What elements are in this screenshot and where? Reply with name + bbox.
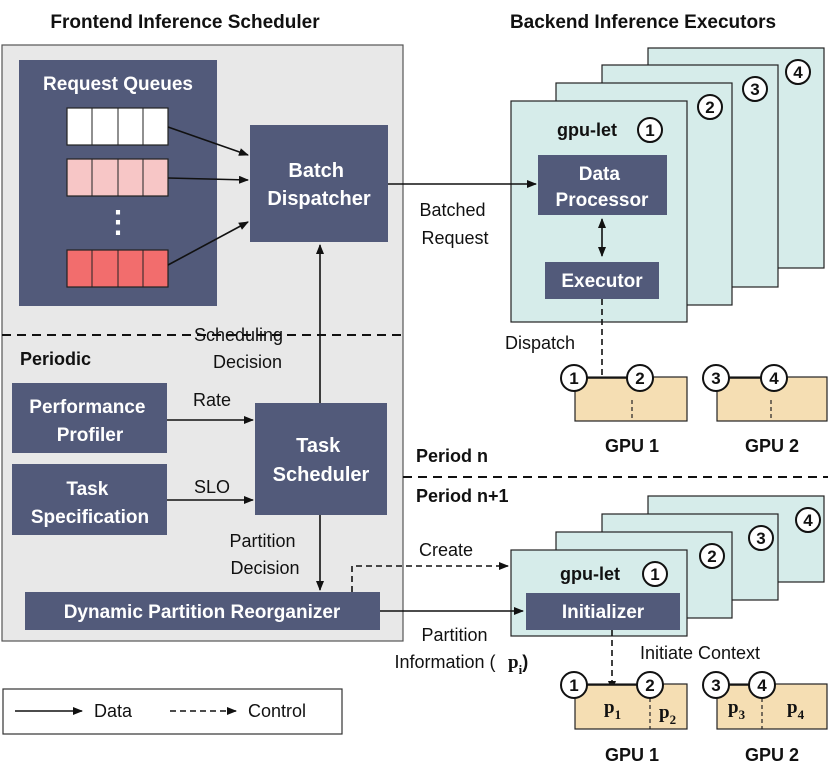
svg-text:3: 3: [750, 80, 759, 99]
data-processor-label: Data Processor: [556, 164, 650, 211]
initializer-label: Initializer: [562, 602, 645, 623]
rate-label: Rate: [193, 390, 231, 410]
request-queues-label: Request Queues: [43, 74, 193, 95]
periodic-label: Periodic: [20, 349, 91, 369]
performance-profiler-label: Performance Profiler: [29, 397, 150, 446]
queue-2: [66, 158, 169, 197]
period-n-label: Period n: [416, 446, 488, 466]
svg-text:2: 2: [707, 547, 716, 566]
svg-text:3: 3: [711, 369, 720, 388]
svg-text:1: 1: [650, 565, 659, 584]
create-label: Create: [419, 540, 473, 560]
initiate-context-label: Initiate Context: [640, 643, 760, 663]
svg-text:2: 2: [635, 369, 644, 388]
gpu1-top-label: GPU 1: [605, 436, 659, 456]
queue-1: [66, 107, 169, 146]
svg-text:4: 4: [769, 369, 779, 388]
queue2-to-dispatcher-arrow: [167, 175, 249, 184]
performance-profiler-box: [12, 383, 167, 453]
task-specification-label: Task Specification: [31, 479, 149, 528]
svg-text:1: 1: [569, 676, 578, 695]
svg-text:p4: p4: [787, 697, 805, 722]
svg-text:4: 4: [793, 63, 803, 82]
data-processor-box: [538, 155, 667, 215]
gpu-circles-top: 1 2 3 4: [560, 364, 788, 392]
gpu2-top-label: GPU 2: [745, 436, 799, 456]
task-scheduler-box: [255, 403, 387, 515]
slo-label: SLO: [194, 477, 230, 497]
scheduling-decision-label: Scheduling Decision: [194, 325, 288, 372]
batch-dispatcher-box: [250, 125, 388, 242]
backend-title: Backend Inference Executors: [510, 12, 776, 33]
create-arrow: [351, 562, 509, 592]
gpu-circles-bottom: 1 2 3 4: [560, 671, 776, 699]
period-n1-label: Period n+1: [416, 486, 509, 506]
queue-3: [66, 249, 169, 288]
queue-ellipsis: ⋮: [103, 206, 133, 239]
batch-dispatcher-label: Batch Dispatcher: [267, 160, 371, 210]
svg-text:4: 4: [757, 676, 767, 695]
partition-information-label: Partition Information (: [394, 625, 495, 672]
partition-labels: p1 p2 p3 p4: [604, 697, 805, 727]
queue1-to-dispatcher-arrow: [167, 126, 249, 156]
gpu1-bottom: [574, 683, 688, 730]
svg-text:p3: p3: [728, 697, 746, 722]
gpu1-bottom-label: GPU 1: [605, 745, 659, 765]
stack-number-circles-top: 4 3 2 1: [637, 59, 811, 143]
queue3-to-dispatcher-arrow: [167, 221, 249, 266]
batched-request-label: Batched Request: [419, 200, 490, 248]
svg-text:p1: p1: [604, 697, 621, 722]
svg-text:3: 3: [711, 676, 720, 695]
stack-number-circles-bottom: 4 3 2 1: [642, 507, 821, 587]
gpulet-label-top: gpu-let: [557, 120, 617, 140]
partition-decision-label: Partition Decision: [229, 531, 300, 578]
frontend-title: Frontend Inference Scheduler: [50, 12, 320, 33]
svg-text:2: 2: [705, 98, 714, 117]
svg-text:1: 1: [569, 369, 578, 388]
svg-text:p2: p2: [659, 702, 676, 727]
task-specification-box: [12, 464, 167, 535]
svg-text:4: 4: [803, 511, 813, 530]
dynamic-partition-reorganizer-box: [25, 592, 380, 630]
task-scheduler-label: Task Scheduler: [273, 435, 370, 486]
gpu2-bottom-label: GPU 2: [745, 745, 799, 765]
executor-label: Executor: [561, 271, 643, 292]
legend-control-label: Control: [248, 701, 306, 721]
svg-text:2: 2: [645, 676, 654, 695]
svg-text:3: 3: [756, 529, 765, 548]
dispatch-label: Dispatch: [505, 333, 575, 353]
executor-box: [545, 262, 659, 299]
initializer-box: [526, 593, 680, 630]
gpulet-label-bottom: gpu-let: [560, 564, 620, 584]
partition-info-symbol: pi): [508, 652, 528, 677]
dynamic-partition-reorganizer-label: Dynamic Partition Reorganizer: [64, 602, 341, 623]
svg-text:1: 1: [645, 121, 654, 140]
legend-data-label: Data: [94, 701, 133, 721]
